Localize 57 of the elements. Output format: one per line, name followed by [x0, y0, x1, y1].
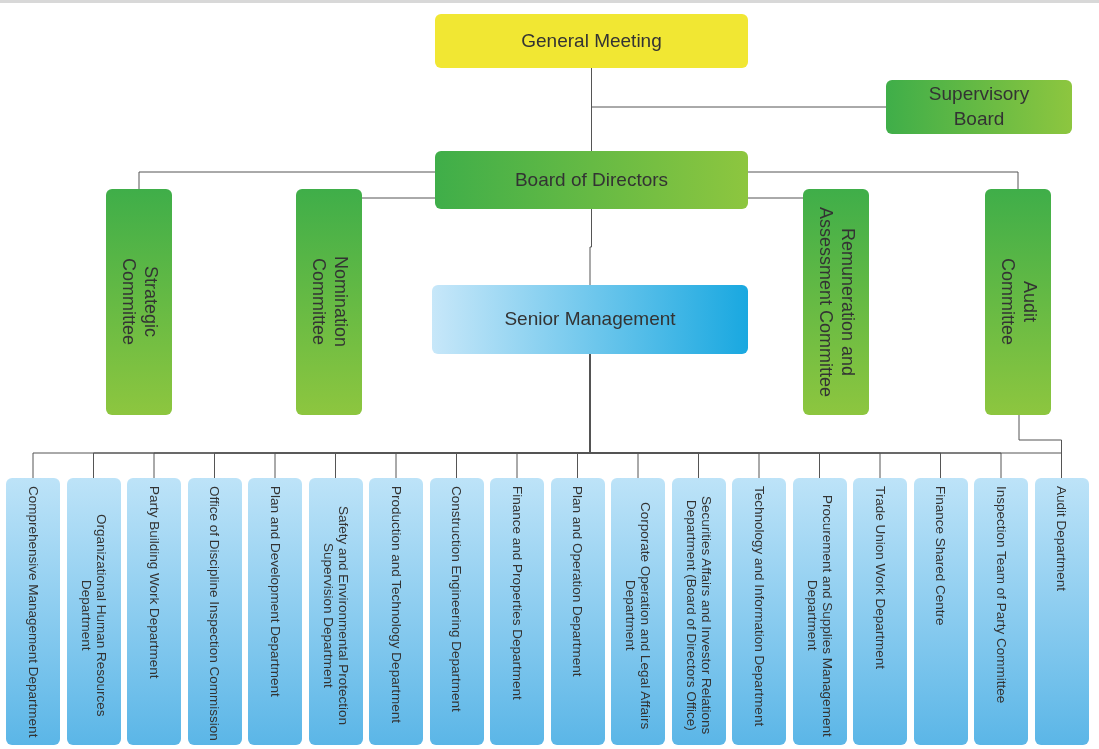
department-box — [732, 478, 786, 745]
box-label: Finance Shared Centre — [932, 486, 949, 626]
department-box — [913, 478, 968, 745]
connector-line — [138, 171, 436, 190]
department-box — [611, 478, 665, 745]
department-box — [490, 478, 544, 745]
box-label: Audit Committee — [997, 257, 1040, 348]
box-label: Corporate Operation and Legal Affairs Department — [622, 500, 654, 732]
org-box — [886, 80, 1072, 134]
box-label: Comprehensive Management Department — [25, 486, 41, 738]
org-box — [432, 285, 748, 354]
org-box — [435, 151, 748, 209]
department-box — [853, 478, 907, 745]
connector-line — [747, 197, 804, 199]
box-label: Strategic Committee — [118, 257, 161, 348]
department-box — [792, 478, 847, 745]
department-box — [974, 478, 1028, 745]
box-label: Inspection Team of Party Committee — [993, 486, 1009, 704]
department-box — [6, 478, 60, 745]
connector-line — [747, 171, 1019, 190]
box-label: Technology and Information Department — [751, 486, 767, 727]
connector-line — [589, 208, 592, 286]
box-label: Safety and Environmental Protection Supervision Department — [320, 504, 351, 728]
box-label: General Meeting — [520, 28, 663, 53]
connector-line — [361, 197, 436, 199]
committee-box — [296, 189, 362, 415]
department-box — [127, 478, 181, 745]
committee-box — [803, 189, 869, 415]
box-label: Finance and Properties Department — [509, 486, 525, 700]
box-label: Party Building Work Department — [146, 486, 162, 679]
committee-box — [985, 189, 1051, 415]
department-box — [550, 478, 605, 745]
box-label: Nomination Committee — [308, 255, 351, 350]
box-label: Audit Department — [1053, 486, 1070, 592]
box-label: Plan and Development Department — [267, 486, 283, 697]
department-box — [66, 478, 121, 745]
department-box — [671, 478, 726, 745]
box-label: Procurement and Supplies Management Department — [804, 493, 835, 739]
box-label: Office of Discipline Inspection Commission — [206, 486, 223, 741]
box-label: Organizational Human Resources Department — [78, 513, 109, 719]
committee-box — [106, 189, 172, 415]
box-label: Plan and Operation Department — [569, 486, 586, 677]
department-box — [308, 478, 363, 745]
box-label: Production and Technology Department — [388, 486, 404, 723]
department-box — [1034, 478, 1089, 745]
org-box — [435, 14, 748, 68]
box-label: Remuneration and Assessment Committee — [815, 205, 858, 400]
department-box — [369, 478, 423, 745]
box-label: Securities Affairs and Investor Relations Department (Board of Directors Office) — [683, 495, 714, 737]
box-label: Supervisory Board — [927, 82, 1031, 131]
box-label: Trade Union Work Department — [872, 486, 888, 670]
department-box — [248, 478, 302, 745]
department-box — [429, 478, 484, 745]
department-box — [187, 478, 242, 745]
box-label: Construction Engineering Department — [448, 486, 465, 712]
box-label: Board of Directors — [513, 167, 670, 192]
box-label: Senior Management — [503, 307, 677, 332]
